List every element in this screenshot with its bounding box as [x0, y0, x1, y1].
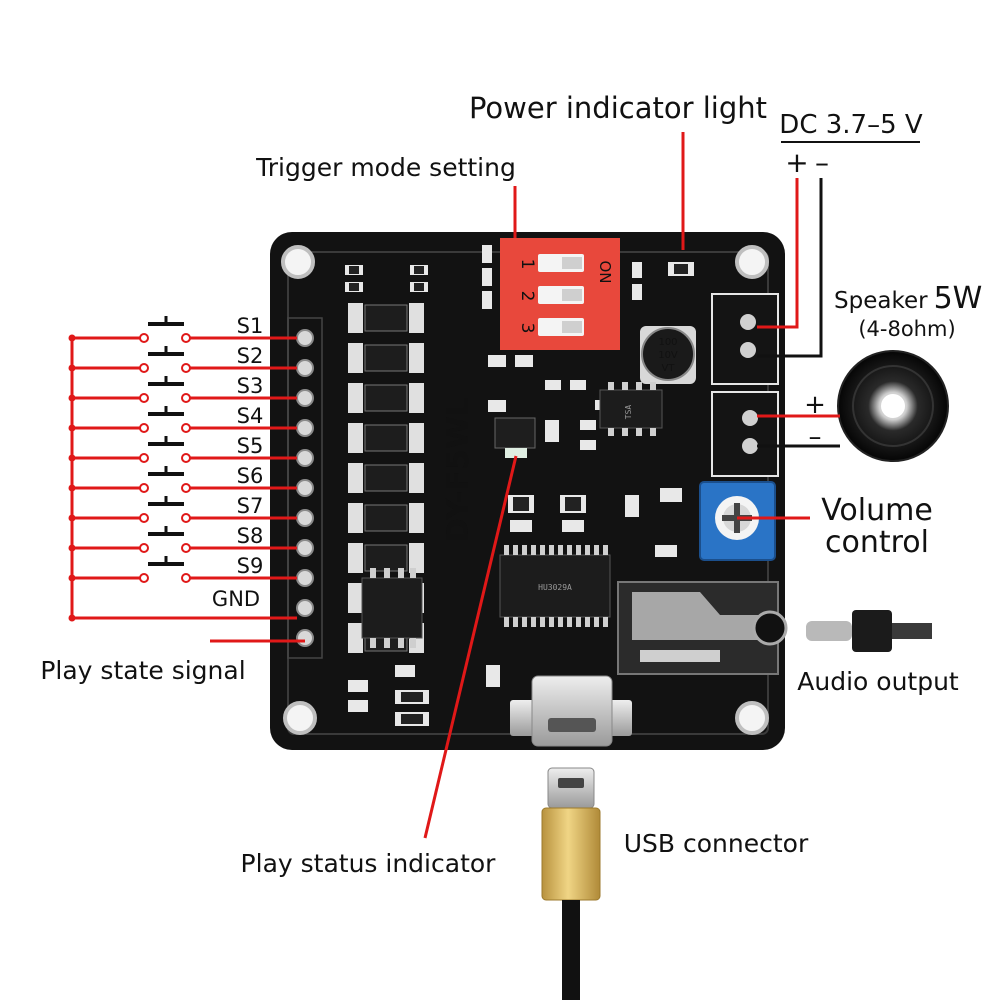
push-button: S1 [68, 314, 297, 343]
label-play-status-indicator: Play status indicator [241, 849, 497, 878]
volume-potentiometer[interactable] [699, 481, 776, 561]
flash-chip [361, 568, 423, 648]
electrolytic-capacitor: 100 10V VT [640, 326, 696, 384]
diode [348, 503, 424, 533]
gnd-wire: GND [72, 587, 297, 620]
label-speaker-name: Speaker [834, 288, 928, 314]
dip-label-1: 1 [517, 259, 537, 270]
push-button: S3 [68, 374, 297, 403]
pin-label-s9: S9 [237, 554, 264, 578]
label-trigger-mode: Trigger mode setting [255, 153, 516, 182]
pin-label-s4: S4 [237, 404, 264, 428]
pin-label-s3: S3 [237, 374, 264, 398]
push-button: S6 [68, 464, 297, 493]
dip-switch[interactable]: 1 2 3 ON [500, 238, 620, 350]
pin-header [296, 329, 314, 647]
push-button: S8 [68, 524, 297, 553]
push-button: S9 [68, 554, 297, 583]
pin-label-gnd: GND [212, 587, 260, 611]
pin-pad [296, 329, 314, 347]
speaker-icon [837, 350, 949, 462]
pin-pad [296, 509, 314, 527]
cap-rating-1: 100 [658, 337, 677, 348]
mounting-hole [281, 245, 769, 735]
pin-pad [296, 479, 314, 497]
micro-usb-port [510, 675, 632, 747]
diode [348, 423, 424, 453]
pin-label-s5: S5 [237, 434, 264, 458]
label-dc-plus: + [785, 146, 808, 179]
pin-label-s1: S1 [237, 314, 264, 338]
speaker-terminal [711, 391, 779, 477]
audio-plug-icon [806, 610, 932, 652]
label-dc-voltage: DC 3.7–5 V [779, 110, 923, 140]
diode-array [348, 303, 424, 653]
diode [348, 383, 424, 413]
diode [348, 463, 424, 493]
decoder-chip: HU3029A [499, 545, 611, 627]
smd-transistors [488, 355, 559, 458]
pin-pad [296, 629, 314, 647]
cap-rating-3: VT [662, 363, 676, 374]
pin-label-s8: S8 [237, 524, 264, 548]
dip-label-2: 2 [517, 291, 537, 302]
audio-jack [617, 581, 788, 675]
smd-resistors [345, 245, 694, 726]
pin-pad [296, 569, 314, 587]
pin-pad [296, 419, 314, 437]
pin-pad [296, 389, 314, 407]
label-volume-line1: Volume [821, 493, 933, 528]
pin-label-s6: S6 [237, 464, 264, 488]
dip-label-3: 3 [517, 323, 537, 334]
pcb-board: 1 2 3 ON 100 10V VT TSA [270, 232, 788, 750]
cap-rating-2: 10V [658, 350, 678, 361]
label-usb-connector: USB connector [624, 829, 809, 858]
pin-label-s2: S2 [237, 344, 264, 368]
dip-label-on: ON [596, 260, 614, 283]
label-volume-line2: control [825, 525, 929, 560]
label-speaker-plus: + [804, 390, 826, 420]
power-terminal [711, 293, 779, 385]
label-speaker-power: 5W [934, 281, 983, 316]
push-button: S5 [68, 434, 297, 463]
svg-text:HU3029A: HU3029A [538, 583, 572, 592]
label-speaker-impedance: (4-8ohm) [858, 317, 955, 341]
pin-pad [296, 359, 314, 377]
diode [348, 543, 424, 573]
push-button: S4 [68, 404, 297, 433]
label-power-indicator: Power indicator light [469, 91, 767, 125]
svg-text:TSA: TSA [624, 405, 633, 420]
label-speaker-minus: – [809, 422, 822, 452]
label-audio-output: Audio output [797, 667, 959, 696]
amplifier-ic: TSA [599, 382, 663, 436]
label-play-state-signal: Play state signal [40, 656, 245, 685]
board-model: DY-F5WL [441, 397, 476, 543]
pin-pad [296, 449, 314, 467]
pin-pad [296, 599, 314, 617]
push-button: S2 [68, 344, 297, 373]
pin-label-s7: S7 [237, 494, 264, 518]
pointer-lines [210, 132, 840, 839]
diode [348, 343, 424, 373]
usb-cable-icon [541, 767, 601, 1000]
label-dc-minus: – [815, 146, 829, 179]
diode [348, 303, 424, 333]
pin-pad [296, 539, 314, 557]
push-button: S7 [68, 494, 297, 523]
